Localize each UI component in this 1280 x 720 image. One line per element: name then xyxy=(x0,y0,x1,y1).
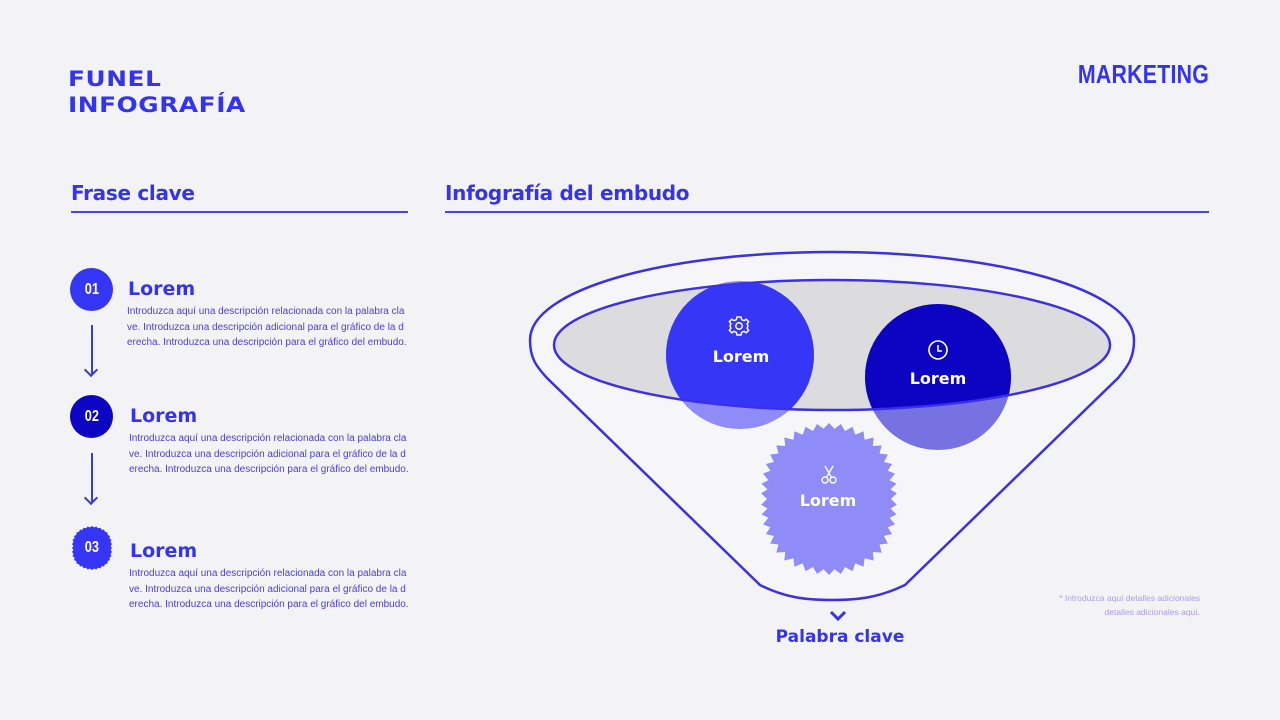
clock-icon xyxy=(928,340,948,360)
funnel-output-label: Palabra clave xyxy=(775,627,905,647)
chevron-down-icon xyxy=(829,610,847,622)
footnote: * Introduzca aquí detalles adicionales d… xyxy=(1059,591,1200,619)
funnel-node-2 xyxy=(865,304,1011,410)
step-title: Lorem xyxy=(128,278,196,300)
funnel-node-1 xyxy=(666,281,814,410)
step-description: Introduzca aquí una descripción relacion… xyxy=(127,306,407,349)
brand-label: MARKETING xyxy=(1077,59,1209,89)
funnel-node-3-label: Lorem xyxy=(799,491,857,510)
step-number-badge: 03 xyxy=(70,526,113,570)
step-description: Introduzca aquí una descripción relacion… xyxy=(129,568,409,611)
right-section-divider xyxy=(445,211,1209,213)
step-title: Lorem xyxy=(130,540,198,562)
footnote-line-1: * Introduzca aquí detalles adicionales xyxy=(1059,593,1200,603)
step-number: 01 xyxy=(84,280,99,298)
step-description: Introduzca aquí una descripción relacion… xyxy=(129,433,409,476)
down-arrow-icon xyxy=(91,453,93,503)
title-line-1: FUNEL xyxy=(68,67,162,91)
down-arrow-icon xyxy=(91,325,93,375)
funnel-node-2-label: Lorem xyxy=(909,369,967,388)
step-1: 01 Lorem Introduzca aquí una descripción… xyxy=(70,268,415,378)
step-2: 02 Lorem Introduzca aquí una descripción… xyxy=(70,395,415,505)
footnote-line-2: detalles adicionales aquí. xyxy=(1104,607,1200,617)
step-number-badge: 02 xyxy=(70,395,113,438)
title-line-2: INFOGRAFÍA xyxy=(68,93,246,117)
step-number: 02 xyxy=(84,407,99,425)
scissors-icon xyxy=(821,465,837,484)
step-3: 03 Lorem Introduzca aquí una descripción… xyxy=(70,526,415,636)
starburst-badge-icon xyxy=(72,526,112,570)
funnel-node-3 xyxy=(761,423,897,575)
funnel-node-1-label: Lorem xyxy=(712,347,770,366)
left-section-heading: Frase clave xyxy=(71,181,195,205)
step-title: Lorem xyxy=(130,405,198,427)
step-number: 03 xyxy=(84,538,99,556)
page-title: FUNEL INFOGRAFÍA xyxy=(68,66,246,118)
gear-icon xyxy=(728,316,750,336)
right-section-heading: Infografía del embudo xyxy=(445,181,690,205)
step-number-badge: 01 xyxy=(70,268,113,311)
left-section-divider xyxy=(71,211,408,213)
